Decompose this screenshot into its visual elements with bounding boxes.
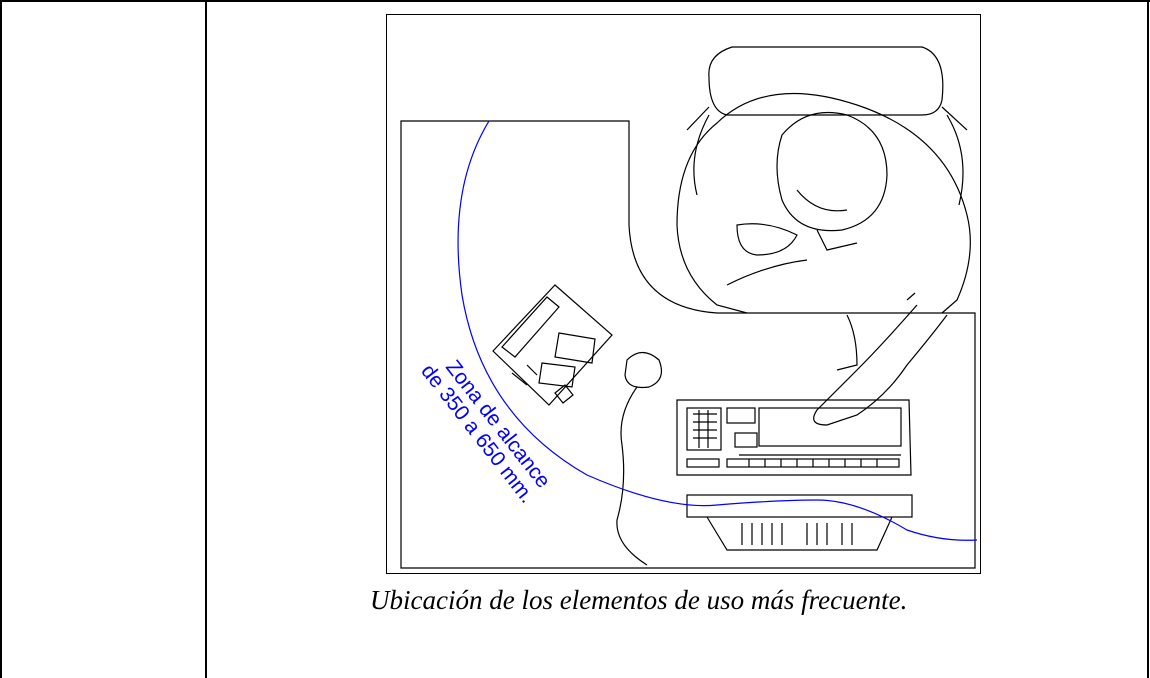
workstation-drawing: Zona de alcance de 350 a 650 mm.: [400, 46, 978, 569]
chair-back: [708, 46, 944, 116]
workstation-figure: Zona de alcance de 350 a 650 mm.: [386, 14, 981, 574]
reach-zone-arc: [457, 120, 978, 541]
desk-outline: [400, 120, 976, 569]
table-top-border: [0, 0, 1150, 2]
figure-caption: Ubicación de los elementos de uso más fr…: [370, 585, 908, 615]
keyboard: [676, 399, 912, 476]
person: [676, 92, 971, 314]
mouse: [624, 351, 662, 389]
table-right-border: [1147, 0, 1149, 678]
monitor-base: [686, 494, 913, 518]
telephone: [492, 284, 613, 406]
table-left-border: [0, 0, 2, 678]
table-column-divider: [205, 0, 207, 678]
